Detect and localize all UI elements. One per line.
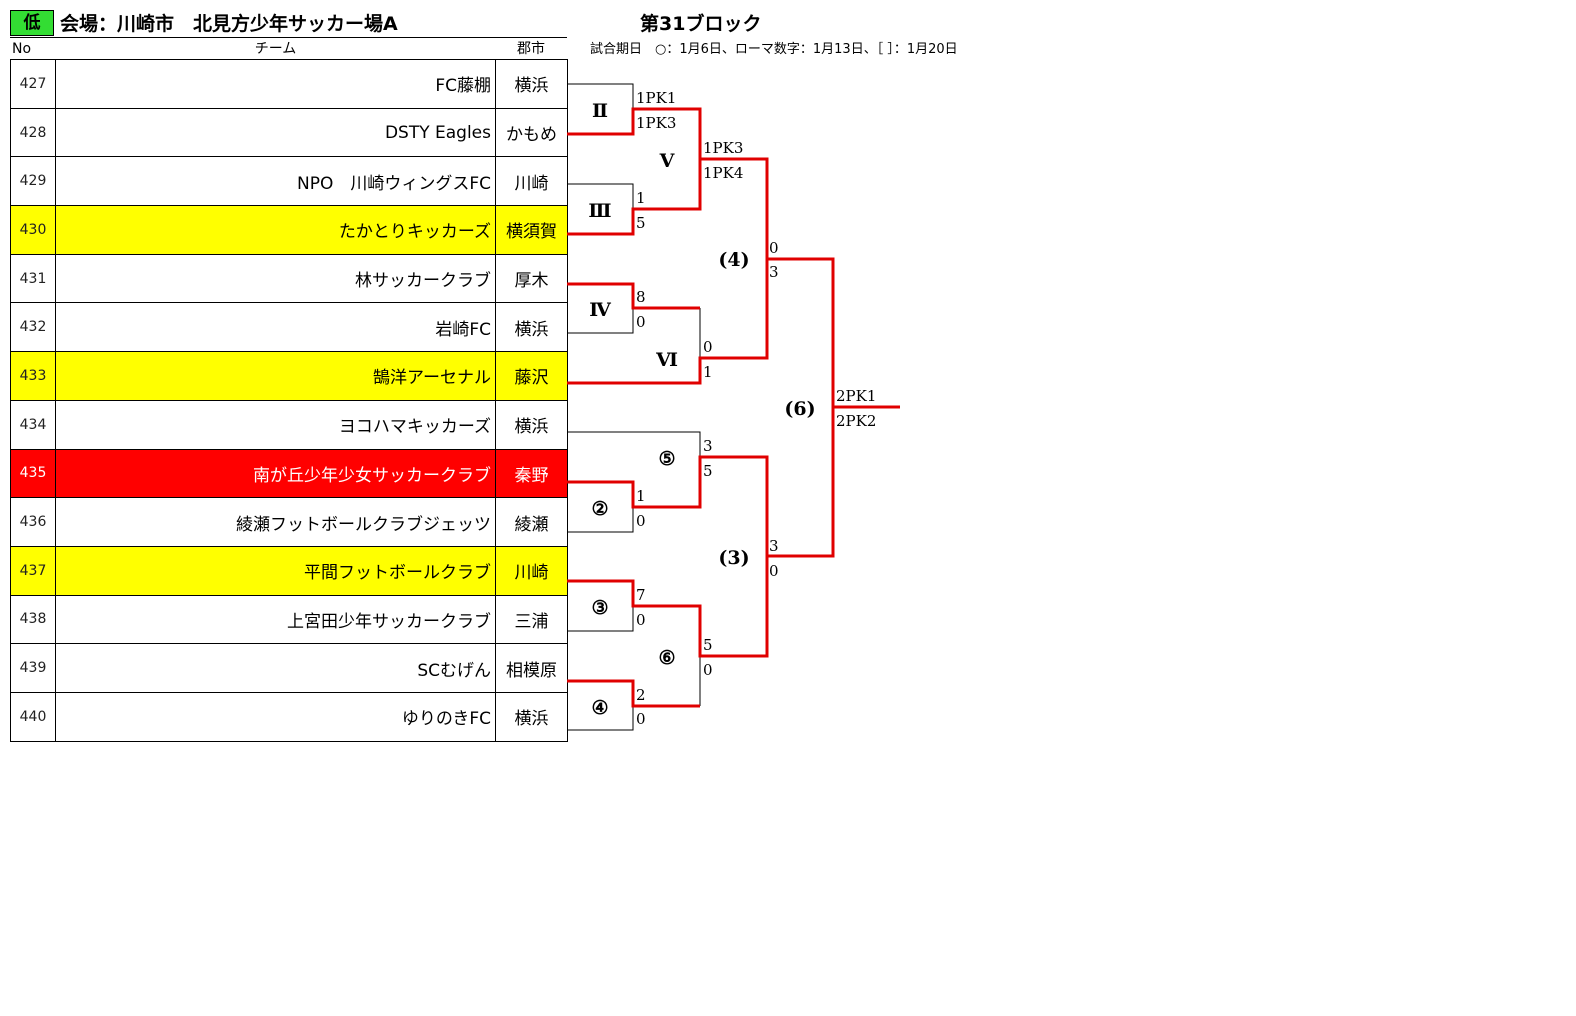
column-header-no: No: [12, 41, 32, 57]
score: 0: [703, 338, 713, 356]
team-number: 429: [10, 156, 56, 207]
game-label: Ⅲ: [588, 200, 611, 222]
score: 0: [769, 562, 779, 580]
game-label: ④: [591, 697, 608, 719]
team-city: 相模原: [495, 643, 568, 693]
team-name: 岩崎FC: [55, 302, 496, 353]
score: 1: [636, 487, 646, 505]
venue-title: 会場：川崎市 北見方少年サッカー場A: [60, 13, 398, 35]
score: 3: [769, 263, 779, 281]
score: 0: [636, 512, 646, 530]
score: 0: [769, 239, 779, 257]
score: 1: [703, 363, 713, 381]
team-name: 南が丘少年少女サッカークラブ: [55, 448, 496, 499]
score: 3: [703, 437, 713, 455]
team-number: 432: [10, 302, 56, 353]
game-label: (3): [718, 547, 749, 569]
team-city: 横須賀: [495, 205, 568, 255]
score: 2PK1: [836, 387, 876, 405]
team-number: 439: [10, 643, 56, 693]
score: 3: [769, 537, 779, 555]
game-label: ⑥: [658, 647, 675, 669]
team-city: 厚木: [495, 253, 568, 304]
team-number: 435: [10, 448, 56, 499]
team-city: かもめ: [495, 107, 568, 158]
score: 1PK1: [636, 89, 676, 107]
score: 5: [703, 636, 713, 654]
score: 5: [703, 462, 713, 480]
score: 2: [636, 686, 646, 704]
level-badge: 低: [10, 10, 54, 36]
header-divider: [10, 37, 567, 38]
team-city: 横浜: [495, 59, 568, 109]
winner-path: [567, 107, 900, 708]
team-name: 林サッカークラブ: [55, 253, 496, 304]
score: 0: [636, 710, 646, 728]
game-label: Ⅱ: [592, 100, 608, 122]
game-label: ②: [591, 498, 608, 520]
column-header-city: 郡市: [517, 41, 545, 57]
score: 0: [636, 313, 646, 331]
score: 1PK3: [636, 114, 676, 132]
score: 0: [703, 661, 713, 679]
team-number: 430: [10, 205, 56, 255]
team-name: 綾瀬フットボールクラブジェッツ: [55, 497, 496, 547]
team-name: DSTY Eagles: [55, 107, 496, 158]
game-label: Ⅵ: [655, 349, 678, 371]
score: 8: [636, 288, 646, 306]
team-city: 横浜: [495, 691, 568, 742]
team-name: 鵠洋アーセナル: [55, 351, 496, 401]
game-label: ⑤: [658, 448, 675, 470]
schedule-note: 試合期日 ○：1月6日、ローマ数字：1月13日、［ ］：1月20日: [590, 42, 958, 57]
team-city: 横浜: [495, 399, 568, 450]
team-number: 437: [10, 545, 56, 596]
team-city: 横浜: [495, 302, 568, 353]
block-title: 第31ブロック: [640, 13, 762, 35]
score: 1PK4: [703, 164, 743, 182]
team-number: 440: [10, 691, 56, 742]
score: 1PK3: [703, 139, 743, 157]
game-label: (6): [784, 398, 815, 420]
team-name: FC藤棚: [55, 59, 496, 109]
team-name: ゆりのきFC: [55, 691, 496, 742]
team-name: たかとりキッカーズ: [55, 205, 496, 255]
team-name: 平間フットボールクラブ: [55, 545, 496, 596]
game-label: Ⅳ: [589, 299, 611, 321]
team-city: 川崎: [495, 545, 568, 596]
team-number: 434: [10, 399, 56, 450]
score: 0: [636, 611, 646, 629]
team-number: 428: [10, 107, 56, 158]
team-city: 藤沢: [495, 351, 568, 401]
team-name: 上宮田少年サッカークラブ: [55, 594, 496, 645]
game-label: Ⅴ: [659, 150, 676, 172]
game-label: ③: [591, 597, 608, 619]
team-number: 436: [10, 497, 56, 547]
score: 5: [636, 214, 646, 232]
team-name: ヨコハマキッカーズ: [55, 399, 496, 450]
team-number: 438: [10, 594, 56, 645]
score: 1: [636, 189, 646, 207]
game-label: (4): [718, 249, 749, 271]
score: 7: [636, 586, 646, 604]
score: 2PK2: [836, 412, 876, 430]
column-header-team: チーム: [254, 41, 297, 57]
team-city: 綾瀬: [495, 497, 568, 547]
team-city: 三浦: [495, 594, 568, 645]
